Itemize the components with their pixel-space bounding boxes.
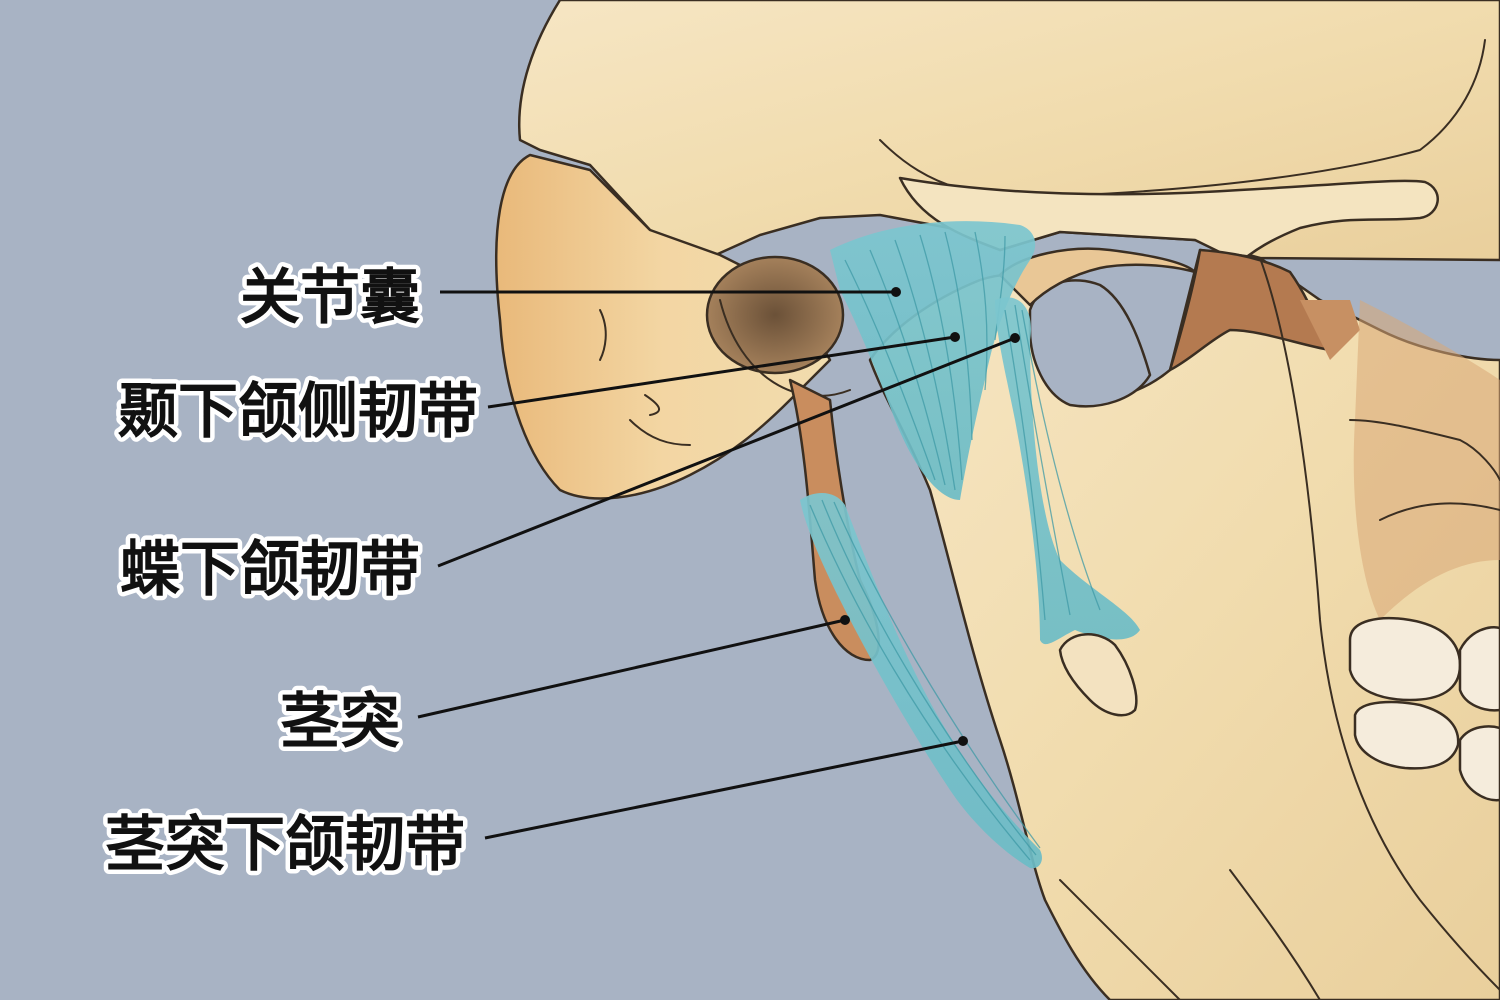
mastoid-region (495, 153, 832, 500)
condyle (998, 247, 1197, 307)
ear-canal (705, 255, 845, 375)
leader-styloid-process (417, 618, 846, 719)
label-styloid-process: 茎突 (280, 687, 400, 757)
pointer-dot-stylomandibular-ligament (958, 736, 968, 746)
mastoid-detail (599, 309, 607, 361)
ear-canal-rim (719, 299, 851, 397)
ramus-line (1229, 869, 1321, 1000)
ramus-line (1259, 257, 1500, 991)
label-lateral-ligament: 颞下颌侧韧带 (118, 377, 478, 447)
pointer-dot-lateral-ligament (950, 332, 960, 342)
leader-sphenomandibular-ligament (437, 336, 1016, 568)
teeth (1348, 616, 1500, 802)
pointer-dot-capsule (891, 287, 901, 297)
lingula (1058, 633, 1138, 717)
tooth (1353, 700, 1460, 770)
mastoid-detail (644, 394, 660, 416)
tooth (1458, 725, 1500, 802)
pointer-dot-sphenomandibular-ligament (1010, 333, 1020, 343)
stylomandibular-ligament-shape (800, 493, 1042, 869)
maxilla-contour (1349, 419, 1500, 481)
leader-lateral-ligament (487, 335, 956, 409)
coronoid-shadow (1300, 300, 1360, 360)
sphenomandibular-fibers (1004, 304, 1101, 621)
sigmoid-opening (1028, 279, 1152, 408)
label-stylomandibular-ligament: 茎突下颌韧带 (105, 810, 465, 880)
capsule-fibers (844, 231, 1006, 491)
sphenomandibular-ligament-shape (995, 297, 1140, 645)
ramus-line (1059, 879, 1181, 1000)
maxilla-contour (1379, 502, 1500, 521)
label-capsule: 关节囊 (240, 263, 420, 333)
maxilla-shadow (1353, 300, 1500, 620)
pointer-dot-styloid-process (840, 615, 850, 625)
leader-stylomandibular-ligament (484, 739, 964, 840)
mastoid-detail (629, 419, 691, 446)
stylomandibular-fibers (809, 499, 1041, 861)
tooth (1458, 626, 1500, 712)
label-sphenomandibular-ligament: 蝶下颌韧带 (120, 535, 420, 605)
zygomatic-arch (898, 176, 1439, 264)
